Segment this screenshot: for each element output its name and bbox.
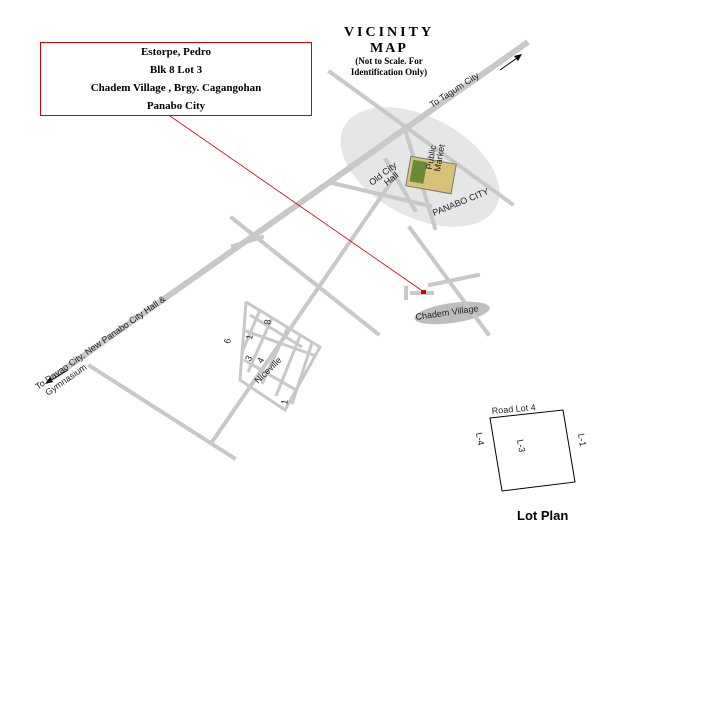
lot-plan-right-label: L-1: [576, 433, 588, 448]
owner-block-lot: Blk 8 Lot 3: [149, 64, 203, 76]
to-tagum-label: To Tagum City: [428, 70, 482, 110]
block-1b-label: 1: [279, 399, 290, 406]
svg-text:Market: Market: [432, 143, 447, 172]
map-title: VICINITY: [344, 25, 434, 40]
road-network: [87, 69, 515, 461]
public-market-label: Public: [424, 144, 438, 170]
arrow-tagum-icon: [499, 54, 522, 71]
scale-note-line2: Identification Only): [351, 67, 427, 77]
scale-note-line1: (Not to Scale. For: [355, 56, 422, 66]
owner-address: Chadem Village , Brgy. Cagangohan: [90, 82, 262, 94]
lot-plan: Road Lot 4 L-4 L-1 L-3: [474, 402, 588, 492]
block-4-label: 4: [255, 356, 266, 365]
national-highway: [50, 39, 530, 381]
block-6-label: 6: [222, 338, 233, 345]
lot-plan-left-label: L-4: [474, 432, 486, 447]
location-pointer-line: [169, 115, 425, 293]
owner-city: Panabo City: [146, 100, 206, 112]
public-market-icon: Public Market: [405, 143, 457, 195]
owner-info-box: Estorpe, Pedro Blk 8 Lot 3 Chadem Villag…: [40, 42, 312, 116]
block-3-label: 3: [243, 354, 254, 363]
arrow-davao-icon: [45, 369, 69, 384]
block-1-label: 1: [244, 334, 255, 341]
lot-plan-title: Lot Plan: [517, 508, 569, 523]
niceville-subdivision: [238, 300, 323, 413]
owner-name: Estorpe, Pedro: [140, 46, 212, 58]
block-8-label: 8: [262, 319, 273, 326]
lot-plan-road-label: Road Lot 4: [491, 402, 536, 416]
lot-plan-parcel: [489, 409, 576, 492]
lot-plan-center-label: L-3: [515, 439, 527, 454]
property-location-marker: [421, 290, 426, 294]
map-subtitle: MAP: [370, 41, 408, 56]
to-davao-label: To Davao City, New Panabo City Hall &: [33, 294, 167, 392]
